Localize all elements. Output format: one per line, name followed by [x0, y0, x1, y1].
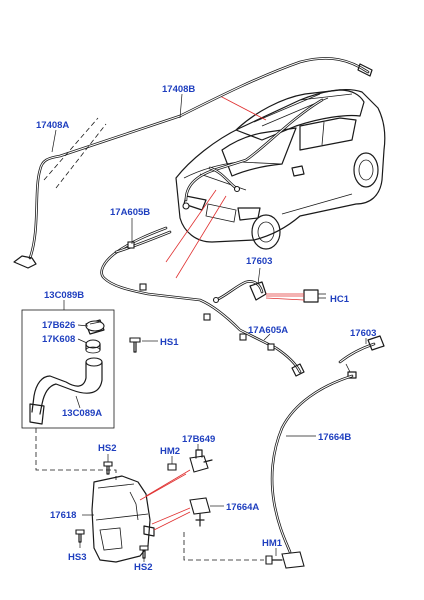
label-17B649: 17B649	[182, 434, 215, 445]
label-17B626: 17B626	[42, 320, 75, 331]
label-HC1: HC1	[330, 294, 350, 305]
screw-icon	[75, 529, 85, 543]
vehicle-icon	[175, 89, 386, 250]
washer-jet-icon	[189, 497, 211, 527]
filler-neck-icon	[29, 319, 105, 425]
rear-jet-hose	[270, 374, 354, 554]
label-HS3: HS3	[68, 552, 86, 563]
label-17603-top: 17603	[246, 256, 272, 267]
front-washer-hose	[100, 226, 305, 377]
label-13C089B: 13C089B	[44, 290, 84, 301]
label-17603-right: 17603	[350, 328, 376, 339]
label-17664B: 17664B	[318, 432, 351, 443]
connector-icon	[338, 335, 385, 379]
label-HM1: HM1	[262, 538, 283, 549]
washer-pump-icon	[189, 449, 213, 473]
screw-icon	[139, 545, 149, 559]
screw-icon	[129, 337, 141, 353]
label-13C089A: 13C089A	[62, 408, 102, 419]
washer-reservoir-icon	[91, 475, 155, 563]
label-17408A: 17408A	[36, 120, 69, 131]
label-17A605B: 17A605B	[110, 207, 150, 218]
label-17618: 17618	[50, 510, 76, 521]
label-17A605A: 17A605A	[248, 325, 288, 336]
label-HS2-bottom: HS2	[134, 562, 152, 573]
screw-icon	[103, 461, 113, 475]
label-17664A: 17664A	[226, 502, 259, 513]
label-HS1: HS1	[160, 337, 179, 348]
label-HS2-top: HS2	[98, 443, 116, 454]
washer-jet-icon	[265, 551, 305, 569]
label-17408B: 17408B	[162, 84, 195, 95]
label-HM2: HM2	[160, 446, 180, 457]
screw-icon	[167, 463, 177, 471]
connector-icon	[212, 280, 326, 304]
filler-neck-group-box	[21, 309, 115, 429]
label-17K608: 17K608	[42, 334, 75, 345]
